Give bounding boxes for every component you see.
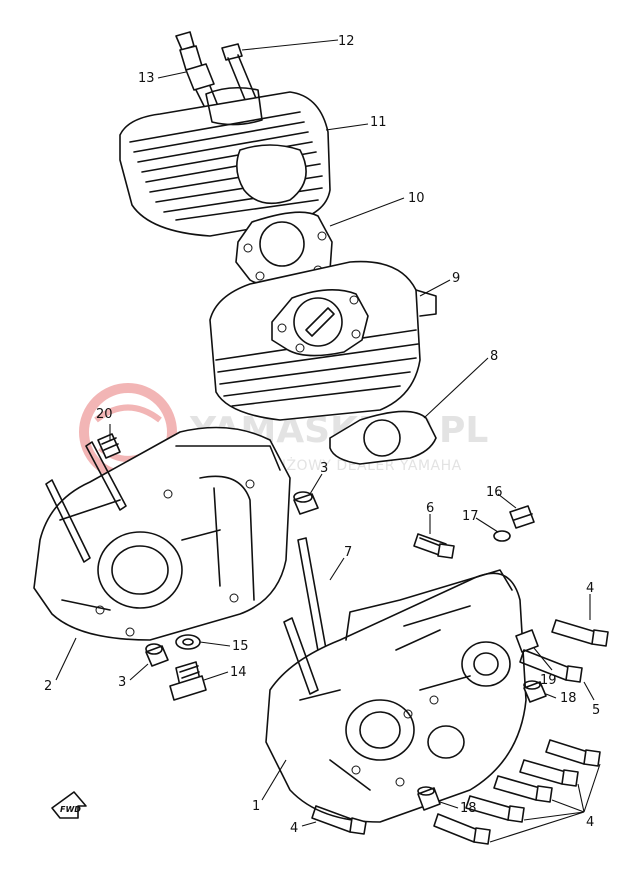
part-4-bolts-right (433, 619, 609, 845)
callout-4-lower-right: 4 (586, 815, 594, 830)
part-11-cylinder-head (119, 86, 331, 237)
part-3-dowel-lower (145, 643, 169, 667)
part-6-bolt (413, 533, 455, 559)
callout-1: 1 (252, 799, 260, 814)
callout-13: 13 (138, 71, 155, 86)
callout-10: 10 (408, 191, 425, 206)
callout-2: 2 (44, 679, 52, 694)
callout-20: 20 (96, 407, 113, 422)
callout-4-lower-left: 4 (290, 821, 298, 836)
callout-3-lower: 3 (118, 675, 126, 690)
part-15-washer (175, 634, 201, 650)
left-case-studs (45, 441, 127, 563)
part-14-drain-plug (169, 661, 207, 701)
part-13-spark-plug (175, 31, 219, 111)
fwd-label: FWD (60, 805, 81, 814)
callout-11: 11 (370, 115, 387, 130)
part-5-bolt (519, 649, 583, 683)
part-9-cylinder (209, 260, 437, 421)
callout-6: 6 (426, 501, 434, 516)
part-18-plug-b (417, 786, 441, 811)
part-18-plug-a (523, 680, 547, 703)
callout-4-top: 4 (586, 581, 594, 596)
callout-5: 5 (592, 703, 600, 718)
callout-19: 19 (540, 673, 557, 688)
part-20-plug (97, 433, 121, 459)
part-4-bolt-lower (311, 805, 367, 835)
part-3-dowel-upper (293, 491, 319, 515)
callout-14: 14 (230, 665, 247, 680)
part-17-washer (493, 530, 511, 542)
callout-18-right: 18 (560, 691, 577, 706)
callout-numbers: 12 13 11 10 9 8 20 3 16 6 17 7 4 15 14 2… (44, 34, 600, 836)
part-2-left-crankcase (33, 426, 291, 641)
part-8-base-gasket (329, 410, 437, 465)
callout-7: 7 (344, 545, 352, 560)
part-7-stud (297, 537, 329, 663)
leader-lines (55, 39, 601, 843)
part-19-plug (515, 629, 539, 653)
callout-17: 17 (462, 509, 479, 524)
part-16-bolt (509, 505, 535, 529)
right-case-studs (283, 617, 319, 695)
fwd-arrow-icon: FWD (51, 791, 87, 819)
callout-9: 9 (452, 271, 460, 286)
part-1-right-crankcase (265, 569, 527, 823)
callout-16: 16 (486, 485, 503, 500)
callout-18-lower: 18 (460, 801, 477, 816)
callout-8: 8 (490, 349, 498, 364)
callout-12: 12 (338, 34, 355, 49)
callout-3-upper: 3 (320, 461, 328, 476)
callout-15: 15 (232, 639, 249, 654)
